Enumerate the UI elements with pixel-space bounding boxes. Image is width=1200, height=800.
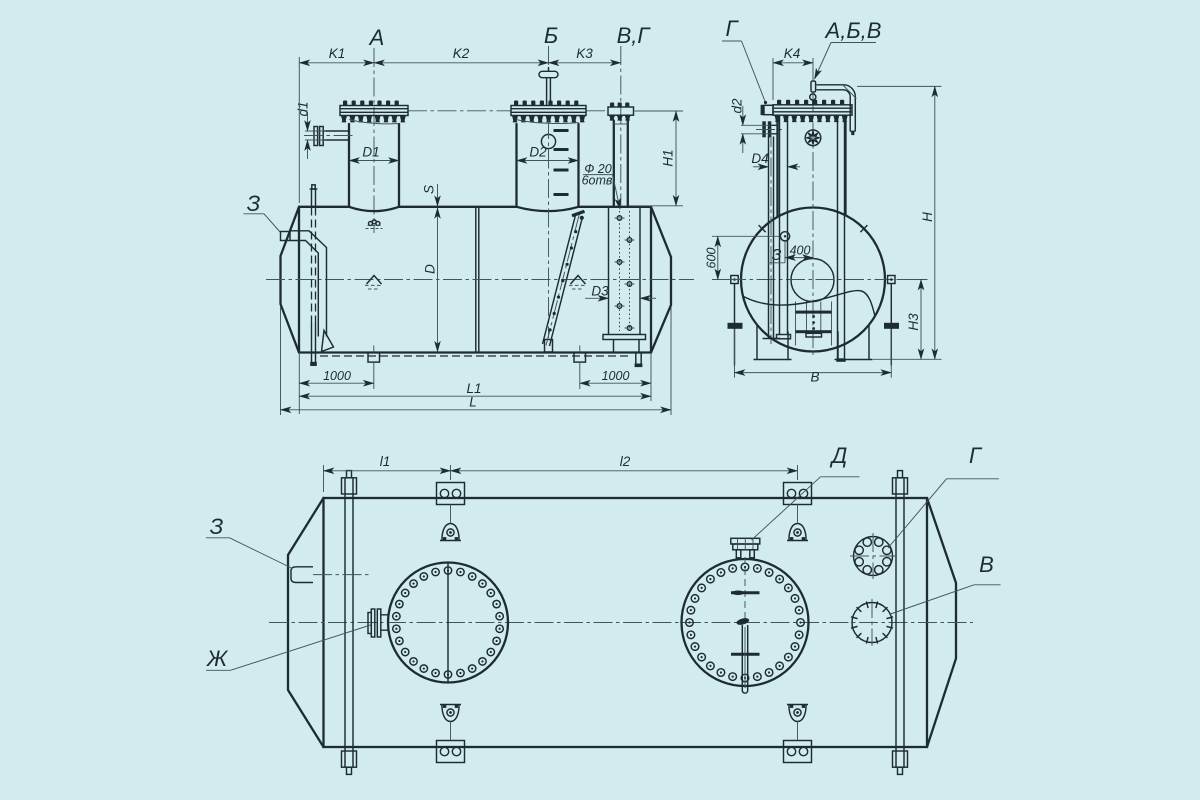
- dipstick: [731, 590, 760, 694]
- dim-d2-pipe: d2: [730, 98, 745, 114]
- dim-s: S: [422, 185, 437, 194]
- dim-l1-plan: l1: [380, 454, 391, 469]
- g-boss: [850, 533, 896, 579]
- label-abv-end: А,Б,В: [824, 18, 882, 43]
- nozzle-vg: В,Г D3 Ф 20 6отв H1: [582, 23, 683, 352]
- label-z-side: З: [247, 191, 261, 216]
- manhole-b: Б D2: [510, 23, 587, 353]
- dim-l1: L1: [466, 381, 481, 396]
- dim-d2-neck: D2: [529, 145, 547, 160]
- dim-row-top: K1 K2 K3: [298, 46, 622, 203]
- z-end: З 600 400: [705, 230, 814, 281]
- dim-s-d: S D: [422, 184, 441, 353]
- level-symbols: [365, 274, 587, 290]
- hole-note-2: 6отв: [582, 173, 613, 187]
- dim-h: H: [920, 212, 935, 222]
- dim-d3: D3: [591, 283, 609, 298]
- d-fitting: [730, 537, 761, 559]
- z-stub-plan: [290, 566, 372, 584]
- dim-k4: K4: [784, 46, 801, 61]
- strap-right: [891, 469, 909, 776]
- bottom-fittings: [367, 345, 643, 368]
- dim-600: 600: [705, 248, 719, 269]
- dim-row-bottom: 1000 1000 L1 L: [279, 306, 672, 415]
- label-nozzle-a: А: [368, 25, 385, 50]
- label-z-plan: З: [210, 514, 224, 539]
- hole-note-1: Ф 20: [584, 162, 611, 176]
- plan-view: l1 l2 З Ж Д Г В: [206, 443, 1001, 776]
- end-neck: d2: [730, 80, 857, 218]
- plan-manhole-left: [386, 561, 510, 684]
- dim-b: B: [810, 370, 819, 385]
- dim-h1: H1: [661, 149, 676, 166]
- well-holes: [614, 214, 635, 332]
- label-g-end: Г: [726, 16, 740, 41]
- plan-cap-right: [925, 496, 958, 749]
- label-d-plan: Д: [829, 443, 848, 468]
- deflector-symbol: [365, 219, 383, 229]
- dim-k1: K1: [329, 46, 346, 61]
- dim-k2: K2: [453, 46, 470, 61]
- dim-h3: H3: [906, 313, 921, 331]
- internal-ladder: [541, 209, 586, 347]
- label-nozzle-b: Б: [544, 23, 558, 48]
- dim-k3: K3: [576, 46, 593, 61]
- dim-400: 400: [790, 244, 811, 258]
- dim-d1-neck: D1: [362, 145, 379, 160]
- label-zh-plan: Ж: [206, 646, 229, 671]
- dim-l2-plan: l2: [620, 454, 631, 469]
- label-g-plan: Г: [969, 443, 983, 468]
- end-view: d2: [705, 16, 942, 385]
- dim-d4: D4: [751, 151, 768, 166]
- z-inlet: З: [243, 184, 335, 366]
- plan-dims: l1 l2: [322, 454, 799, 492]
- dim-1000-left: 1000: [323, 369, 351, 383]
- dim-l: L: [469, 395, 477, 410]
- dim-1000-right: 1000: [602, 369, 630, 383]
- zh-fitting: [367, 608, 389, 638]
- dim-d: D: [423, 264, 438, 274]
- label-nozzle-vg: В,Г: [617, 23, 652, 48]
- circle-ticks: [758, 224, 868, 233]
- v-boss: [850, 599, 894, 646]
- label-z-end: З: [772, 247, 782, 264]
- dim-d1-pipe: d1: [296, 101, 311, 116]
- manhole-a: d1 D1 А: [296, 25, 409, 233]
- side-elevation-view: d1 D1 А: [243, 23, 694, 415]
- plan-manhole-right: [680, 537, 810, 694]
- label-v-plan: В: [979, 552, 994, 577]
